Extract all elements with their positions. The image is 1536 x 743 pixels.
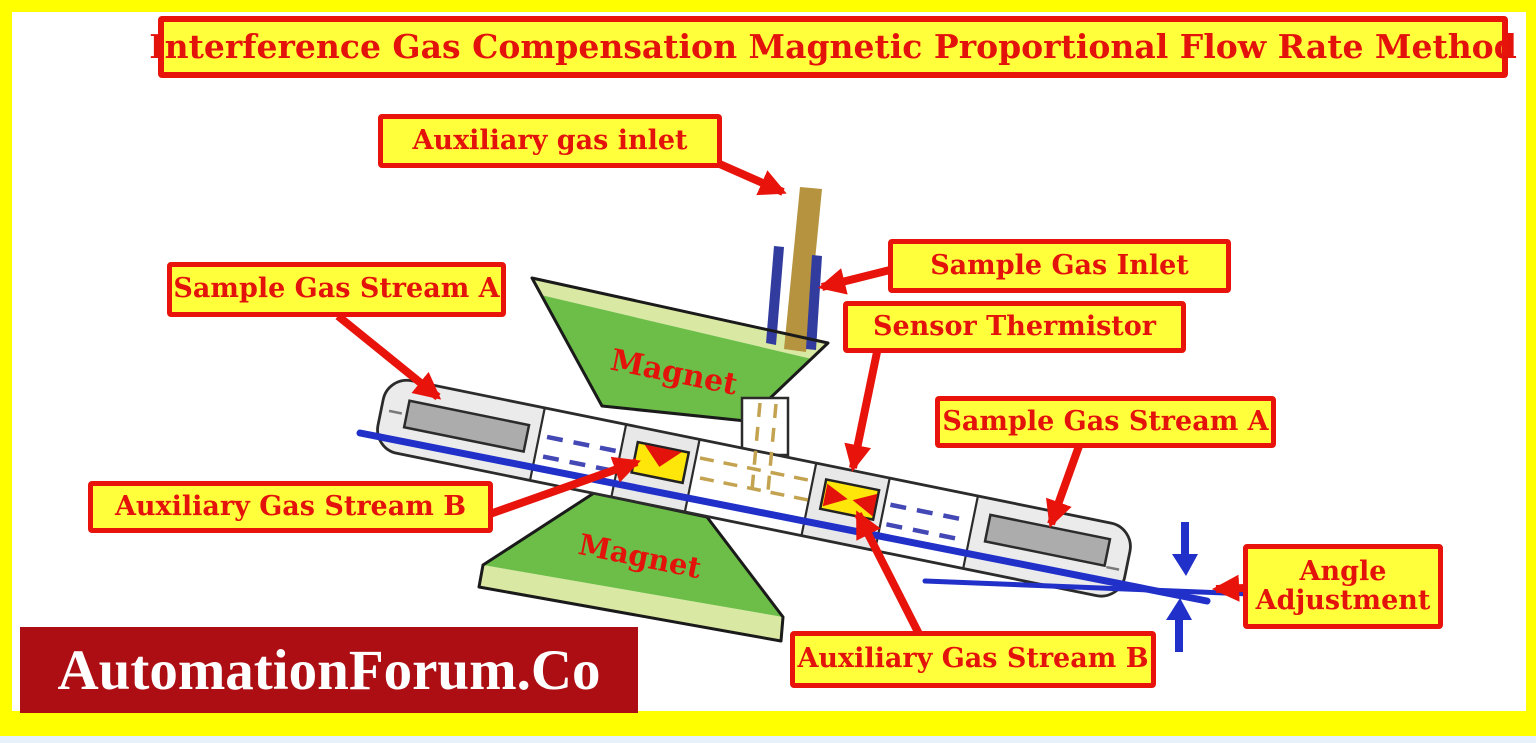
blue-dashed-flow-path [542, 434, 969, 543]
thermistor-left-glyph [644, 444, 682, 467]
tube-outline [376, 378, 1132, 598]
arrow-sample-stream-a-left [335, 312, 442, 401]
angle-arrow-up [1166, 598, 1192, 652]
vent-tick-left [388, 409, 403, 415]
label-auxiliary-gas-stream-b-bottom: Auxiliary Gas Stream B [790, 631, 1156, 688]
sample-gas-inlet-tube-left [766, 246, 784, 345]
angle-reference-line [922, 578, 1253, 597]
label-angle-adjustment: Angle Adjustment [1243, 544, 1443, 629]
arrow-sample-gas-inlet [818, 266, 891, 295]
callout-arrows [335, 154, 1246, 636]
arrow-auxiliary-stream-b-bottom [854, 510, 923, 636]
arrow-auxiliary-stream-b-left [488, 456, 641, 518]
bottom-magnet-band [479, 565, 783, 641]
watermark-logo: AutomationForum.Co [20, 627, 638, 713]
sample-stream-a-detector-left [402, 399, 531, 454]
arrow-angle-adjustment [1211, 574, 1246, 602]
arrow-sensor-thermistor [844, 351, 881, 472]
top-magnet-band [532, 278, 828, 359]
sample-gas-inlet-tube-right [806, 255, 822, 350]
bottom-magnet-body [483, 493, 783, 617]
inlet-junction-block [740, 396, 790, 457]
arrow-sample-stream-a-right [1046, 444, 1083, 528]
angle-arrows [1166, 522, 1198, 652]
label-sample-gas-inlet: Sample Gas Inlet [888, 239, 1231, 293]
label-auxiliary-gas-stream-b-left: Auxiliary Gas Stream B [88, 481, 493, 533]
main-balance-line [356, 429, 1211, 605]
page-title: Interference Gas Compensation Magnetic P… [149, 16, 1517, 78]
vent-tick-right [1106, 565, 1120, 571]
bottom-edge-strip [0, 736, 1536, 743]
label-sample-gas-stream-a-right: Sample Gas Stream A [935, 396, 1276, 448]
auxiliary-gas-inlet-tube [784, 187, 822, 352]
thermistor-right-glyph-a [822, 483, 848, 507]
top-magnet-body [541, 295, 812, 421]
gold-dashed-auxiliary-path [699, 402, 809, 502]
label-sensor-thermistor: Sensor Thermistor [843, 301, 1186, 353]
label-sample-gas-stream-a-left: Sample Gas Stream A [167, 262, 506, 317]
label-auxiliary-gas-inlet: Auxiliary gas inlet [378, 114, 722, 168]
top-magnet [530, 187, 830, 423]
angle-arrow-down [1172, 522, 1198, 576]
